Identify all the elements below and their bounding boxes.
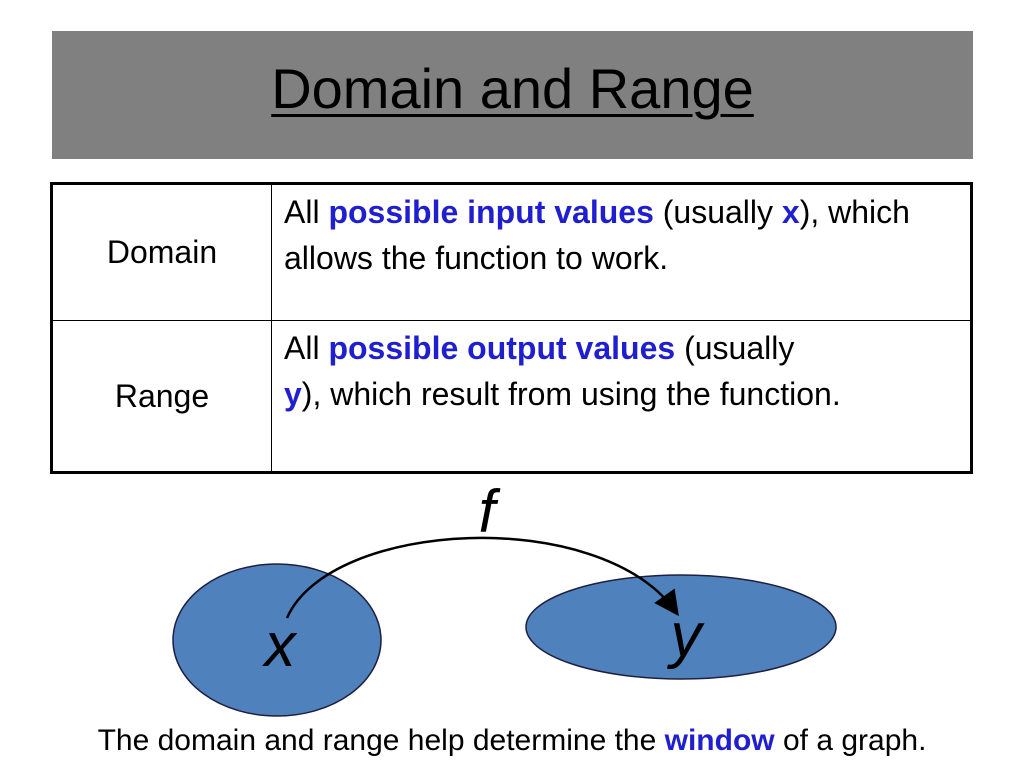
- definition-variable: x: [781, 194, 800, 230]
- table-row-domain: Domain All possible input values (usuall…: [51, 183, 972, 321]
- definition-text: (usually: [675, 330, 795, 366]
- definition-range: All possible output values (usually y), …: [271, 320, 972, 473]
- title-bar: Domain and Range: [52, 31, 973, 159]
- caption-emphasis: window: [664, 724, 775, 757]
- caption-text: The domain and range help determine the: [97, 724, 665, 757]
- definition-text: ), which allows the function to work.: [284, 194, 910, 276]
- term-range: Range: [51, 320, 272, 473]
- range-ellipse: [525, 574, 837, 680]
- definition-text: All: [284, 194, 329, 230]
- caption-text: of a graph.: [774, 724, 927, 757]
- definition-emphasis: possible output values: [328, 330, 676, 366]
- input-variable-label: x: [262, 611, 298, 680]
- domain-ellipse: [172, 563, 382, 717]
- slide-title: Domain and Range: [271, 56, 754, 120]
- function-mapping-diagram: f x y: [172, 478, 837, 717]
- caption: The domain and range help determine the …: [0, 724, 1024, 758]
- term-domain: Domain: [51, 183, 272, 321]
- table-row-range: Range All possible output values (usuall…: [51, 320, 972, 473]
- definition-text: All: [284, 330, 329, 366]
- definition-variable: y: [284, 376, 302, 412]
- definition-text: (usually: [653, 194, 782, 230]
- definition-domain: All possible input values (usually x), w…: [271, 183, 972, 321]
- definition-table: Domain All possible input values (usuall…: [50, 182, 973, 474]
- definition-emphasis: possible input values: [328, 194, 654, 230]
- output-variable-label: y: [667, 601, 706, 670]
- definition-text: ), which result from using the function.: [301, 376, 841, 412]
- mapping-arrow: [285, 536, 679, 619]
- function-label: f: [479, 478, 501, 545]
